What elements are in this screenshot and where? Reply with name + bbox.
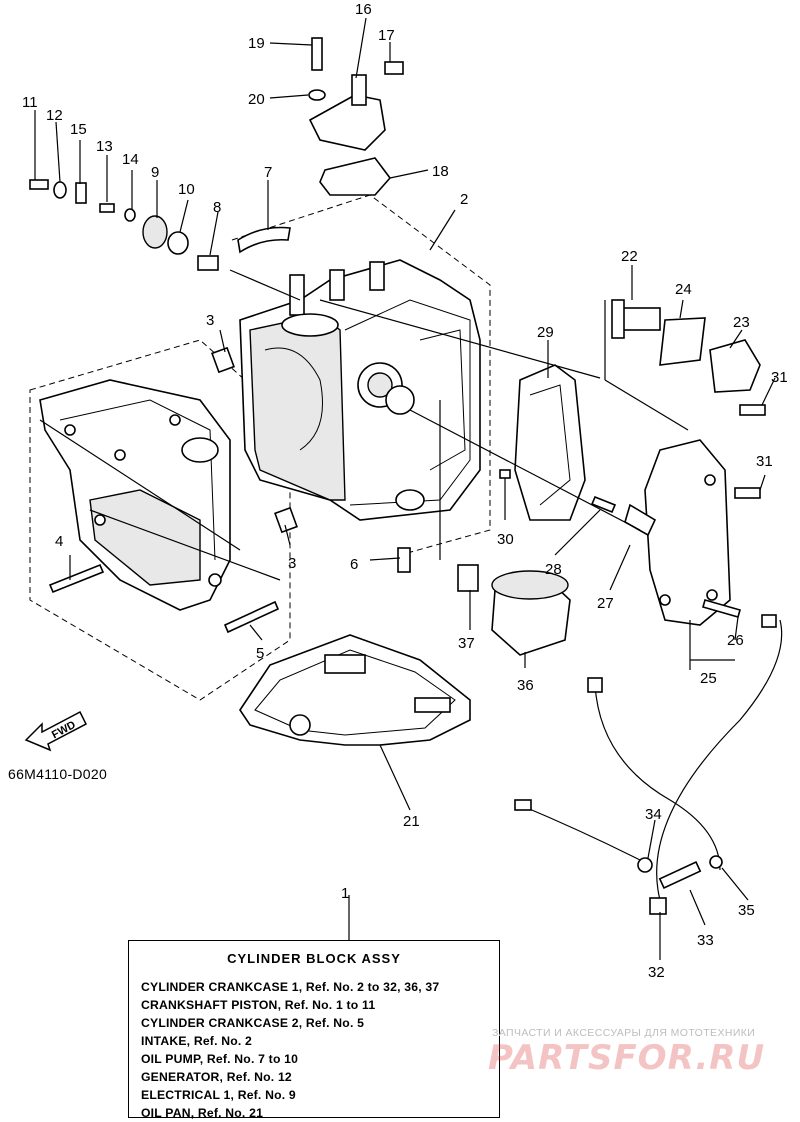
legend-row: OIL PUMP, Ref. No. 7 to 10 — [141, 1052, 299, 1066]
callout-4: 4 — [55, 533, 63, 550]
callout-16: 16 — [355, 1, 372, 18]
thermostat-cover — [308, 74, 392, 196]
callout-28: 28 — [545, 561, 562, 578]
callout-15: 15 — [70, 121, 87, 138]
callout-19: 19 — [248, 35, 265, 52]
callout-20: 20 — [248, 91, 265, 108]
callout-7: 7 — [264, 164, 272, 181]
callout-3b: 3 — [288, 555, 296, 572]
callout-25: 25 — [700, 670, 717, 687]
callout-36: 36 — [517, 677, 534, 694]
legend-box: CYLINDER BLOCK ASSY CYLINDER CRANKCASE 1… — [128, 940, 500, 1120]
callout-27: 27 — [597, 595, 614, 612]
bolts — [48, 37, 741, 634]
callout-22: 22 — [621, 248, 638, 265]
fwd-arrow: FWD — [22, 706, 92, 757]
callout-35: 35 — [738, 902, 755, 919]
callout-numbers: 1 2 3 3 4 5 6 7 8 9 10 11 12 13 14 15 16… — [22, 1, 788, 981]
right-cover — [514, 364, 731, 626]
callout-17: 17 — [378, 27, 395, 44]
callout-32: 32 — [648, 964, 665, 981]
callout-9: 9 — [151, 164, 159, 181]
legend-title: CYLINDER BLOCK ASSY — [227, 951, 401, 966]
cylinder-block — [239, 259, 481, 521]
legend-row: OIL PAN, Ref. No. 21 — [141, 1106, 264, 1120]
callout-12: 12 — [46, 107, 63, 124]
callout-23: 23 — [733, 314, 750, 331]
callout-13: 13 — [96, 138, 113, 155]
watermark-tagline: ЗАПЧАСТИ И АКСЕССУАРЫ ДЛЯ МОТОТЕХНИКИ — [492, 1027, 756, 1039]
callout-2: 2 — [460, 191, 468, 208]
fwd-arrow-icon: FWD — [24, 710, 87, 752]
callout-1: 1 — [341, 885, 349, 902]
callout-31b: 31 — [756, 453, 773, 470]
oil-hose — [514, 614, 783, 915]
sensors — [611, 299, 766, 499]
oil-pan-gasket — [239, 634, 471, 746]
legend-row: INTAKE, Ref. No. 2 — [141, 1034, 253, 1048]
watermark-logo: PARTSFOR.RU — [488, 1038, 766, 1078]
callout-5: 5 — [256, 645, 264, 662]
callout-21: 21 — [403, 813, 420, 830]
callout-26: 26 — [727, 632, 744, 649]
leader-lines — [34, 17, 776, 1000]
callout-10: 10 — [178, 181, 195, 198]
legend-row: CRANKSHAFT PISTON, Ref. No. 1 to 11 — [141, 998, 376, 1012]
legend-row: ELECTRICAL 1, Ref. No. 9 — [141, 1088, 296, 1102]
callout-34: 34 — [645, 806, 662, 823]
oil-filter — [397, 547, 571, 656]
callout-29: 29 — [537, 324, 554, 341]
callout-18: 18 — [432, 163, 449, 180]
left-small-parts — [29, 179, 291, 271]
callout-3a: 3 — [206, 312, 214, 329]
callout-33: 33 — [697, 932, 714, 949]
callout-8: 8 — [213, 199, 221, 216]
crankcase-intake — [39, 379, 231, 611]
legend-row: GENERATOR, Ref. No. 12 — [141, 1070, 292, 1084]
callout-14: 14 — [122, 151, 139, 168]
block-dashed-outline — [231, 194, 491, 556]
legend-row: CYLINDER CRANKCASE 2, Ref. No. 5 — [141, 1016, 365, 1030]
callout-24: 24 — [675, 281, 692, 298]
drawing-code: 66M4110-D020 — [8, 766, 108, 782]
callout-37: 37 — [458, 635, 475, 652]
callout-11: 11 — [22, 94, 38, 111]
callout-6: 6 — [350, 556, 358, 573]
callout-31a: 31 — [771, 369, 788, 386]
fwd-label: FWD — [50, 719, 78, 741]
callout-30: 30 — [497, 531, 514, 548]
legend-row: CYLINDER CRANKCASE 1, Ref. No. 2 to 32, … — [141, 980, 440, 994]
intake-dashed-outline — [29, 339, 291, 701]
